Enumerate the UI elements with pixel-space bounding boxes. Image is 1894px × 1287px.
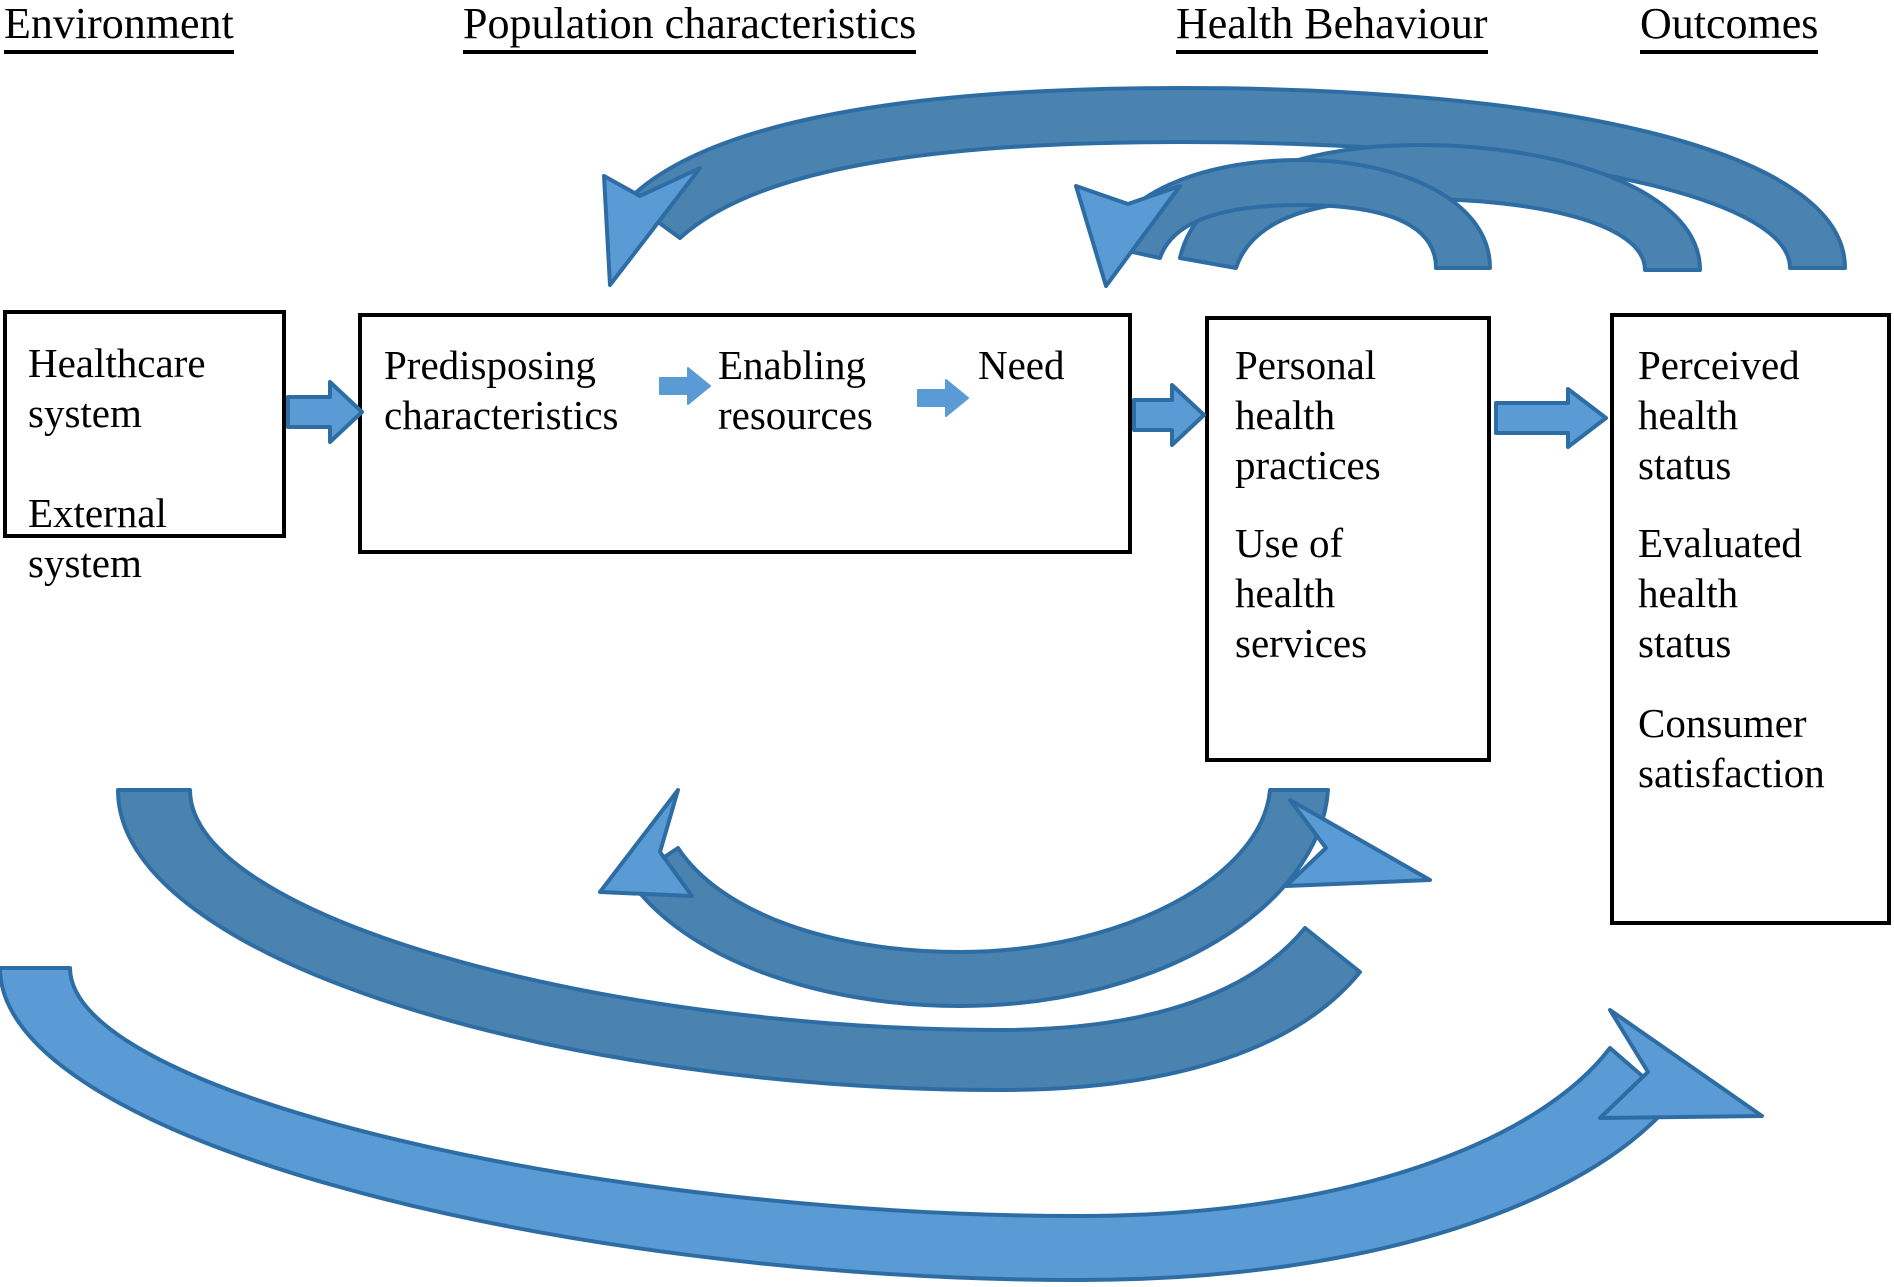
column-header-environment: Environment bbox=[4, 2, 234, 54]
arrow-environment-to-population bbox=[286, 380, 364, 444]
feedback-environment-to-outcomes bbox=[0, 966, 1764, 1282]
outcomes-line-consumer-satisfaction: Consumer satisfaction bbox=[1638, 700, 1825, 797]
environment-box[interactable] bbox=[3, 310, 286, 538]
column-header-outcomes: Outcomes bbox=[1640, 2, 1819, 54]
feedback-behaviour-to-population-lower bbox=[598, 788, 1330, 1008]
arrow-behaviour-to-outcomes bbox=[1494, 387, 1608, 449]
outcomes-line-perceived-health-status: Perceived health status bbox=[1638, 342, 1800, 489]
outcomes-box[interactable] bbox=[1610, 313, 1891, 925]
column-header-health-behaviour: Health Behaviour bbox=[1176, 2, 1488, 54]
health-behaviour-line-use-of-health-services: Use of health services bbox=[1235, 520, 1368, 667]
column-header-population-characteristics: Population characteristics bbox=[463, 2, 917, 54]
population-characteristics-box[interactable] bbox=[358, 313, 1132, 554]
environment-box-line-external-system: External system bbox=[28, 490, 167, 587]
environment-box-line-healthcare-system: Healthcare system bbox=[28, 340, 206, 437]
arrow-enabling-to-need bbox=[917, 379, 969, 417]
arrow-population-to-behaviour bbox=[1132, 383, 1206, 447]
label-predisposing-characteristics: Predisposing characteristics bbox=[384, 342, 619, 439]
outcomes-line-evaluated-health-status: Evaluated health status bbox=[1638, 520, 1802, 667]
arrow-predisposing-to-enabling bbox=[659, 367, 711, 405]
label-need: Need bbox=[978, 342, 1065, 388]
health-behaviour-box[interactable] bbox=[1205, 316, 1491, 762]
feedback-behaviour-to-top-population bbox=[1074, 158, 1492, 288]
health-behaviour-line-personal-health-practices: Personal health practices bbox=[1235, 342, 1381, 489]
feedback-environment-to-behaviour bbox=[116, 788, 1432, 1092]
label-enabling-resources: Enabling resources bbox=[718, 342, 873, 439]
